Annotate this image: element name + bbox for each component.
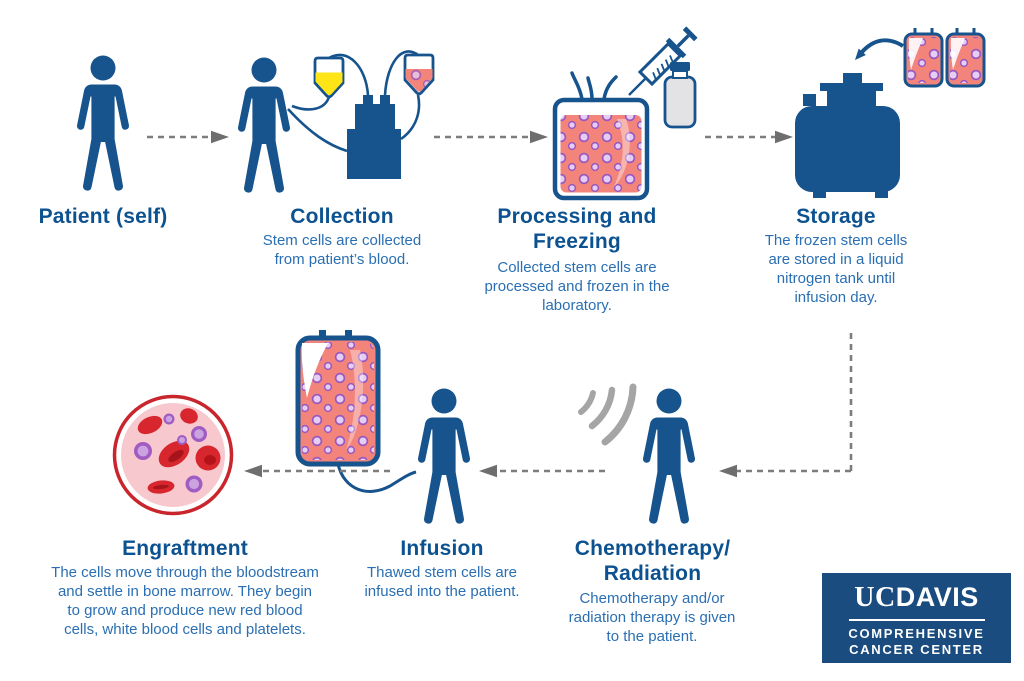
arrow-chemo-to-infusion	[479, 464, 605, 478]
patient-person-icon	[77, 55, 129, 191]
stage-desc-chemo: Chemotherapy and/or radiation therapy is…	[568, 590, 736, 645]
apheresis-machine-icon	[347, 95, 401, 179]
stage-desc-processing: Collected stem cells are processed and f…	[484, 259, 670, 314]
logo-davis-text: DAVIS	[895, 582, 979, 612]
collection-person-icon	[238, 57, 290, 193]
red-blood-cells-icon	[137, 408, 221, 494]
arrow-patient-to-collection	[147, 130, 229, 144]
arrow-storage-to-chemo	[719, 333, 853, 478]
collection-apheresis-icon	[238, 50, 435, 193]
ucdavis-logo: UCDAVIS COMPREHENSIVE CANCER CENTER	[822, 573, 1011, 663]
stage-title-patient: Patient (self)	[38, 205, 168, 228]
chemo-person-icon	[643, 388, 695, 524]
stage-desc-collection: Stem cells are collected from patient’s …	[262, 232, 422, 268]
stage-title-infusion: Infusion	[400, 537, 484, 560]
stage-desc-engraftment: The cells move through the bloodstream a…	[51, 564, 319, 638]
stage-title-storage: Storage	[796, 205, 876, 228]
collection-tubing-icon	[287, 50, 421, 153]
stage-title-chemo: Chemotherapy/ Radiation	[574, 537, 731, 585]
white-blood-cells-icon	[134, 413, 207, 493]
logo-uc-text: UC	[854, 582, 896, 613]
blood-bag-icon	[552, 71, 650, 201]
chemo-radiation-icon	[578, 383, 695, 524]
logo-subtitle-2: CANCER CENTER	[849, 642, 984, 657]
syringe-icon	[628, 26, 698, 96]
frozen-bags-icon	[903, 26, 986, 88]
logo-divider	[848, 619, 985, 621]
logo-subtitle-1: COMPREHENSIVE	[848, 626, 985, 641]
engraftment-blood-cells-icon	[112, 394, 234, 516]
vial-icon	[663, 62, 697, 129]
transfer-arrow-icon	[855, 38, 905, 60]
arrow-collection-to-processing	[434, 130, 548, 144]
plasma-bag-icon	[313, 56, 345, 99]
storage-nitrogen-tank-icon	[795, 26, 986, 198]
infusion-tube-icon	[336, 463, 417, 493]
arrow-infusion-to-engraftment	[244, 464, 390, 478]
stem-cell-bag-icon	[403, 53, 435, 96]
infusion-bag-icon	[295, 330, 381, 467]
stage-desc-storage: The frozen stem cells are stored in a li…	[764, 232, 908, 306]
infusion-icon	[295, 330, 470, 524]
nitrogen-tank-icon	[795, 73, 900, 198]
infusion-person-icon	[418, 388, 470, 524]
stage-title-engraftment: Engraftment	[122, 537, 248, 560]
processing-freezing-icon	[552, 26, 698, 201]
stage-title-processing: Processing and Freezing	[497, 205, 657, 253]
stage-desc-infusion: Thawed stem cells are infused into the p…	[364, 564, 520, 600]
radiation-waves-icon	[578, 383, 637, 446]
stage-title-collection: Collection	[290, 205, 394, 228]
arrow-processing-to-storage	[705, 130, 793, 144]
ucdavis-wordmark: UCDAVIS	[854, 582, 978, 617]
